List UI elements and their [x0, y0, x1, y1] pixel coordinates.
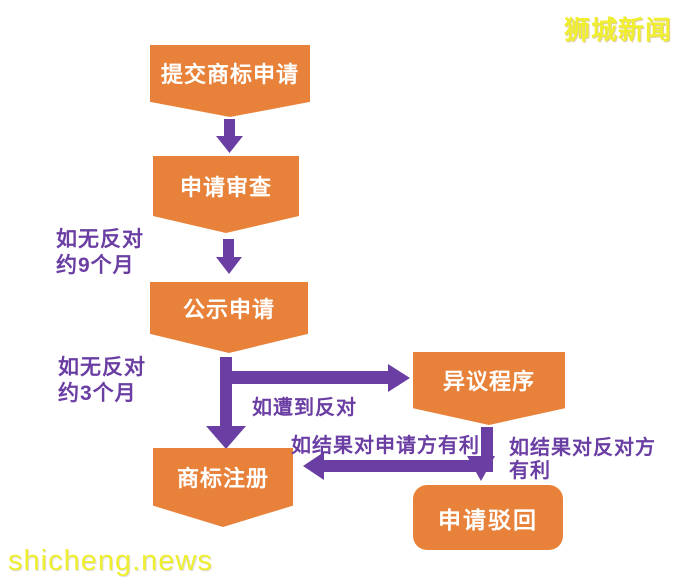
- label-favor-opponent: 如结果对反对方 有利: [509, 437, 656, 483]
- node-review-label: 申请审查: [179, 175, 272, 201]
- site-logo: 狮城新闻: [563, 15, 672, 45]
- arrow-submit-to-review: [216, 119, 243, 153]
- node-application-rejected: 申请驳回: [413, 485, 563, 550]
- arrow-publish-to-opposition: [226, 364, 410, 392]
- label-no-opposition-3-months: 如无反对 约3个月: [58, 355, 146, 407]
- node-reject-label: 申请驳回: [438, 506, 538, 533]
- node-trademark-registration: 商标注册: [153, 448, 293, 527]
- node-opposition-label: 异议程序: [442, 369, 535, 395]
- label-line: 如结果对反对方: [509, 437, 656, 459]
- label-no-opposition-9-months: 如无反对 约9个月: [56, 227, 144, 279]
- node-application-review: 申请审查: [153, 156, 299, 233]
- label-line: 约3个月: [58, 382, 137, 405]
- node-publish-application: 公示申请: [150, 282, 308, 353]
- node-opposition-procedure: 异议程序: [413, 352, 565, 425]
- watermark-shicheng-news: shicheng.news: [8, 545, 213, 577]
- arrow-publish-to-register: [206, 357, 246, 449]
- label-line: 如无反对: [58, 356, 146, 379]
- node-submit-label: 提交商标申请: [160, 62, 299, 88]
- node-submit-application: 提交商标申请: [150, 45, 310, 117]
- label-line: 如无反对: [56, 228, 144, 251]
- label-line: 有利: [509, 460, 551, 482]
- label-if-opposed: 如遭到反对: [252, 397, 357, 419]
- arrow-review-to-publish: [216, 239, 242, 274]
- label-favor-applicant: 如结果对申请方有利: [291, 435, 480, 457]
- node-register-label: 商标注册: [176, 465, 269, 491]
- label-line: 约9个月: [56, 254, 135, 277]
- node-publish-label: 公示申请: [182, 296, 275, 322]
